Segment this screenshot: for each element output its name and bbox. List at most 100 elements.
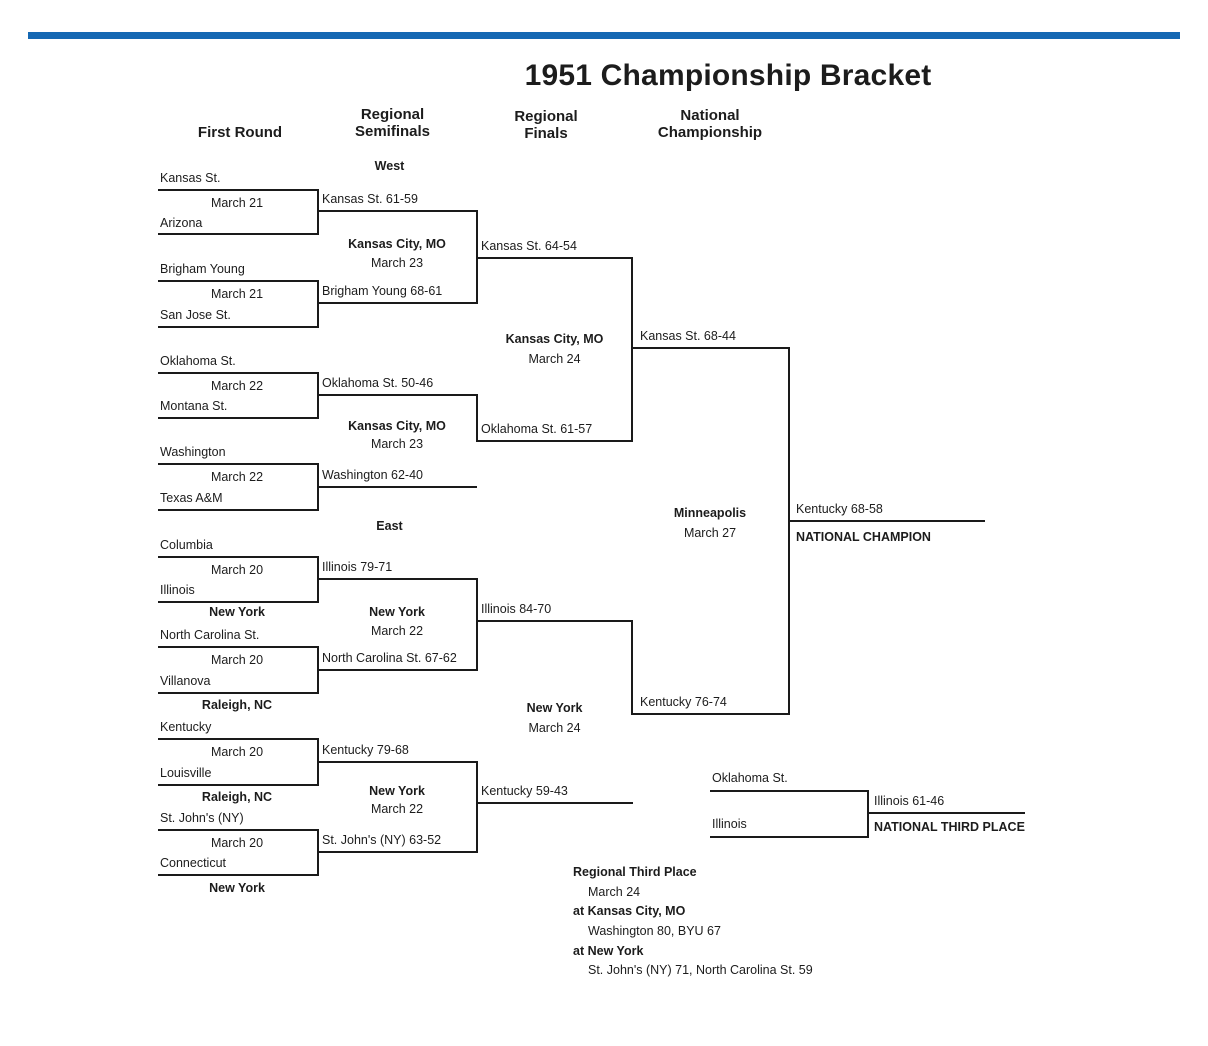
column-header-regional-semifinals: Regional Semifinals bbox=[354, 106, 431, 140]
bracket-line bbox=[631, 257, 633, 442]
bracket-line bbox=[788, 520, 985, 522]
bracket-line bbox=[158, 280, 318, 282]
west-r1-g2-winner: Brigham Young 68-61 bbox=[322, 284, 443, 298]
column-header-regional-finals: Regional Finals bbox=[514, 108, 578, 142]
bracket-line bbox=[317, 669, 477, 671]
east-r1-g4-winner: St. John's (NY) 63-52 bbox=[322, 833, 442, 847]
east-sf1-date: March 22 bbox=[370, 624, 424, 638]
championship-winner: Kentucky 68-58 bbox=[796, 502, 883, 516]
bracket-line bbox=[158, 463, 318, 465]
west-r1-g1-team2: Arizona bbox=[160, 216, 203, 230]
bracket-line bbox=[317, 851, 477, 853]
regional-third-place-site2: at New York bbox=[573, 944, 644, 958]
east-r1-g4-venue: New York bbox=[209, 881, 265, 895]
bracket-line bbox=[476, 394, 478, 442]
east-sf2-venue: New York bbox=[369, 784, 425, 798]
east-r1-g2-winner: North Carolina St. 67-62 bbox=[322, 651, 457, 665]
east-final-date: March 24 bbox=[528, 721, 581, 735]
west-r1-g1-winner: Kansas St. 61-59 bbox=[322, 192, 418, 206]
column-header-first-round: First Round bbox=[197, 124, 283, 141]
west-sf1-venue: Kansas City, MO bbox=[348, 237, 446, 251]
championship-venue: Minneapolis bbox=[673, 506, 747, 520]
west-sf2-winner: Oklahoma St. 61-57 bbox=[481, 422, 593, 436]
bracket-line bbox=[476, 761, 478, 853]
bracket-line bbox=[317, 189, 319, 235]
championship-date: March 27 bbox=[683, 526, 737, 540]
east-r1-g3-date: March 20 bbox=[210, 745, 264, 759]
east-r1-g1-venue: New York bbox=[209, 605, 265, 619]
regional-third-place-result2: St. John's (NY) 71, North Carolina St. 5… bbox=[588, 963, 813, 977]
region-label-east: East bbox=[376, 519, 403, 533]
east-final-winner: Kentucky 76-74 bbox=[640, 695, 727, 709]
east-r1-g4-team2: Connecticut bbox=[160, 856, 227, 870]
east-sf2-winner: Kentucky 59-43 bbox=[481, 784, 568, 798]
east-r1-g4-date: March 20 bbox=[210, 836, 264, 850]
third-place-team2: Illinois bbox=[712, 817, 747, 831]
west-r1-g1-date: March 21 bbox=[210, 196, 264, 210]
east-sf1-winner: Illinois 84-70 bbox=[481, 602, 552, 616]
bracket-line bbox=[158, 738, 318, 740]
third-place-team1: Oklahoma St. bbox=[712, 771, 788, 785]
east-r1-g2-team2: Villanova bbox=[160, 674, 211, 688]
bracket-line bbox=[317, 302, 477, 304]
bracket-line bbox=[158, 601, 318, 603]
bracket-line bbox=[631, 620, 633, 715]
west-r1-g3-date: March 22 bbox=[210, 379, 264, 393]
third-place-winner: Illinois 61-46 bbox=[874, 794, 945, 808]
bracket-line bbox=[317, 394, 477, 396]
page-title: 1951 Championship Bracket bbox=[524, 59, 932, 92]
bracket-line bbox=[158, 509, 318, 511]
bracket-line bbox=[476, 257, 633, 259]
east-sf2-date: March 22 bbox=[370, 802, 424, 816]
bracket-line bbox=[158, 417, 318, 419]
east-r1-g1-date: March 20 bbox=[210, 563, 264, 577]
west-final-winner: Kansas St. 68-44 bbox=[640, 329, 736, 343]
bracket-line bbox=[158, 692, 318, 694]
east-r1-g3-team2: Louisville bbox=[160, 766, 212, 780]
regional-third-place-title: Regional Third Place bbox=[573, 865, 697, 879]
west-r1-g4-team1: Washington bbox=[160, 445, 226, 459]
bracket-line bbox=[476, 620, 633, 622]
bracket-line bbox=[317, 761, 477, 763]
bracket-line bbox=[867, 790, 869, 838]
east-r1-g4-team1: St. John's (NY) bbox=[160, 811, 244, 825]
east-r1-g1-team2: Illinois bbox=[160, 583, 195, 597]
bracket-line bbox=[476, 578, 478, 671]
national-third-place-label: NATIONAL THIRD PLACE bbox=[874, 820, 1025, 834]
east-r1-g3-venue: Raleigh, NC bbox=[201, 790, 273, 804]
east-r1-g2-date: March 20 bbox=[210, 653, 264, 667]
bracket-line bbox=[631, 713, 789, 715]
west-sf1-winner: Kansas St. 64-54 bbox=[481, 239, 577, 253]
west-r1-g2-team2: San Jose St. bbox=[160, 308, 231, 322]
west-r1-g4-team2: Texas A&M bbox=[160, 491, 223, 505]
bracket-line bbox=[317, 280, 319, 328]
top-accent-bar bbox=[28, 32, 1180, 39]
east-r1-g2-team1: North Carolina St. bbox=[160, 628, 260, 642]
bracket-line bbox=[158, 784, 318, 786]
bracket-line bbox=[317, 210, 477, 212]
west-r1-g4-winner: Washington 62-40 bbox=[322, 468, 423, 482]
east-r1-g1-winner: Illinois 79-71 bbox=[322, 560, 393, 574]
regional-third-place-result1: Washington 80, BYU 67 bbox=[588, 924, 721, 938]
bracket-line bbox=[158, 646, 318, 648]
east-sf1-venue: New York bbox=[369, 605, 425, 619]
bracket-line bbox=[158, 829, 318, 831]
bracket-line bbox=[476, 802, 633, 804]
east-r1-g2-venue: Raleigh, NC bbox=[201, 698, 273, 712]
east-final-venue: New York bbox=[526, 701, 583, 715]
bracket-line bbox=[710, 836, 868, 838]
bracket-line bbox=[476, 440, 633, 442]
west-final-date: March 24 bbox=[528, 352, 581, 366]
national-champion-label: NATIONAL CHAMPION bbox=[796, 530, 931, 544]
bracket-line bbox=[867, 812, 1025, 814]
bracket-line bbox=[158, 189, 318, 191]
west-r1-g3-team1: Oklahoma St. bbox=[160, 354, 236, 368]
west-r1-g3-team2: Montana St. bbox=[160, 399, 228, 413]
west-r1-g2-date: March 21 bbox=[210, 287, 264, 301]
bracket-line bbox=[317, 578, 477, 580]
east-r1-g3-team1: Kentucky bbox=[160, 720, 212, 734]
bracket-line bbox=[631, 347, 789, 349]
west-sf2-venue: Kansas City, MO bbox=[348, 419, 446, 433]
bracket-line bbox=[158, 326, 318, 328]
